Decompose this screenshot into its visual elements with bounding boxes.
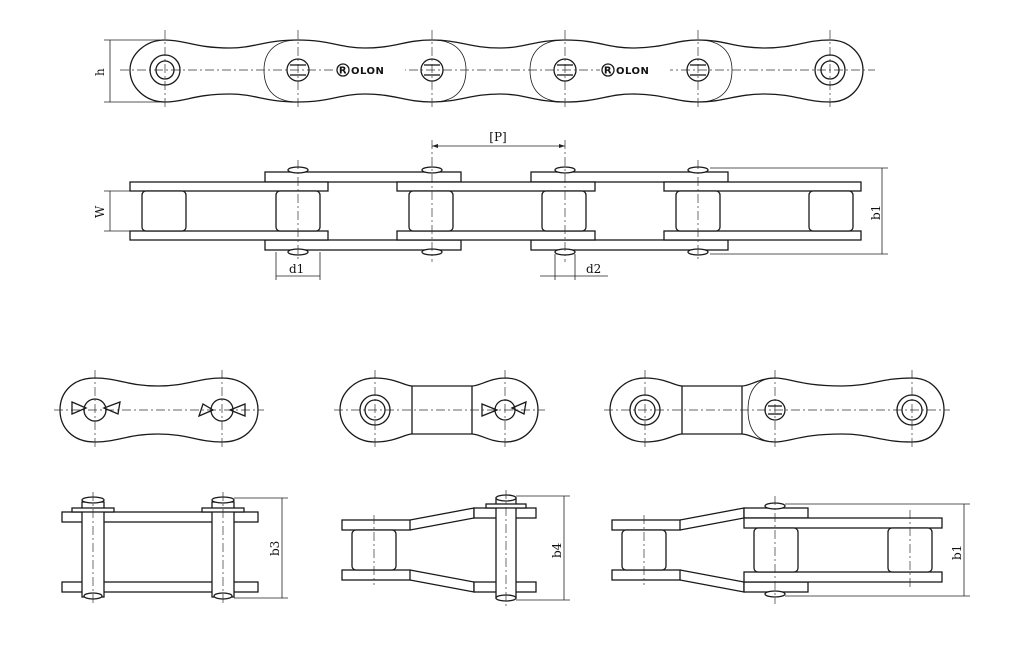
dimension-d2: d2 xyxy=(540,254,608,280)
brand-mark-right: R OLON xyxy=(600,62,670,78)
label-b1: b1 xyxy=(869,205,883,220)
label-b4: b4 xyxy=(550,542,564,558)
dimension-pitch: [P] xyxy=(432,130,565,148)
svg-text:R: R xyxy=(604,66,612,77)
offset-link-side xyxy=(334,370,545,450)
dimension-h: h xyxy=(93,39,160,103)
connecting-link-plan: b3 xyxy=(61,492,288,604)
connecting-link-side xyxy=(54,370,264,450)
label-d2: d2 xyxy=(586,262,601,276)
label-b1-offset: b1 xyxy=(950,545,964,560)
double-offset-link-side xyxy=(604,370,950,450)
svg-text:R: R xyxy=(339,66,347,77)
label-pitch: [P] xyxy=(489,130,506,144)
dimension-d1: d1 xyxy=(275,252,321,280)
dimension-b1: b1 xyxy=(710,167,888,255)
label-b3: b3 xyxy=(268,541,282,556)
label-w: W xyxy=(93,205,107,218)
label-h: h xyxy=(93,68,107,76)
brand-text-right: OLON xyxy=(616,66,649,77)
offset-link-plan: b4 xyxy=(341,490,570,606)
dimension-b1-offset: b1 xyxy=(785,503,970,597)
dimension-b4: b4 xyxy=(516,495,570,601)
dimension-w: W xyxy=(93,190,142,232)
label-d1: d1 xyxy=(289,262,304,276)
chain-plan-view: [P] W b1 d1 d2 xyxy=(93,130,888,280)
brand-text-left: OLON xyxy=(351,66,384,77)
dimension-b3: b3 xyxy=(234,497,288,599)
brand-mark-left: R OLON xyxy=(335,62,405,78)
chain-side-profile: R OLON R OLON h xyxy=(93,30,875,110)
double-offset-link-plan: b1 xyxy=(611,496,970,604)
